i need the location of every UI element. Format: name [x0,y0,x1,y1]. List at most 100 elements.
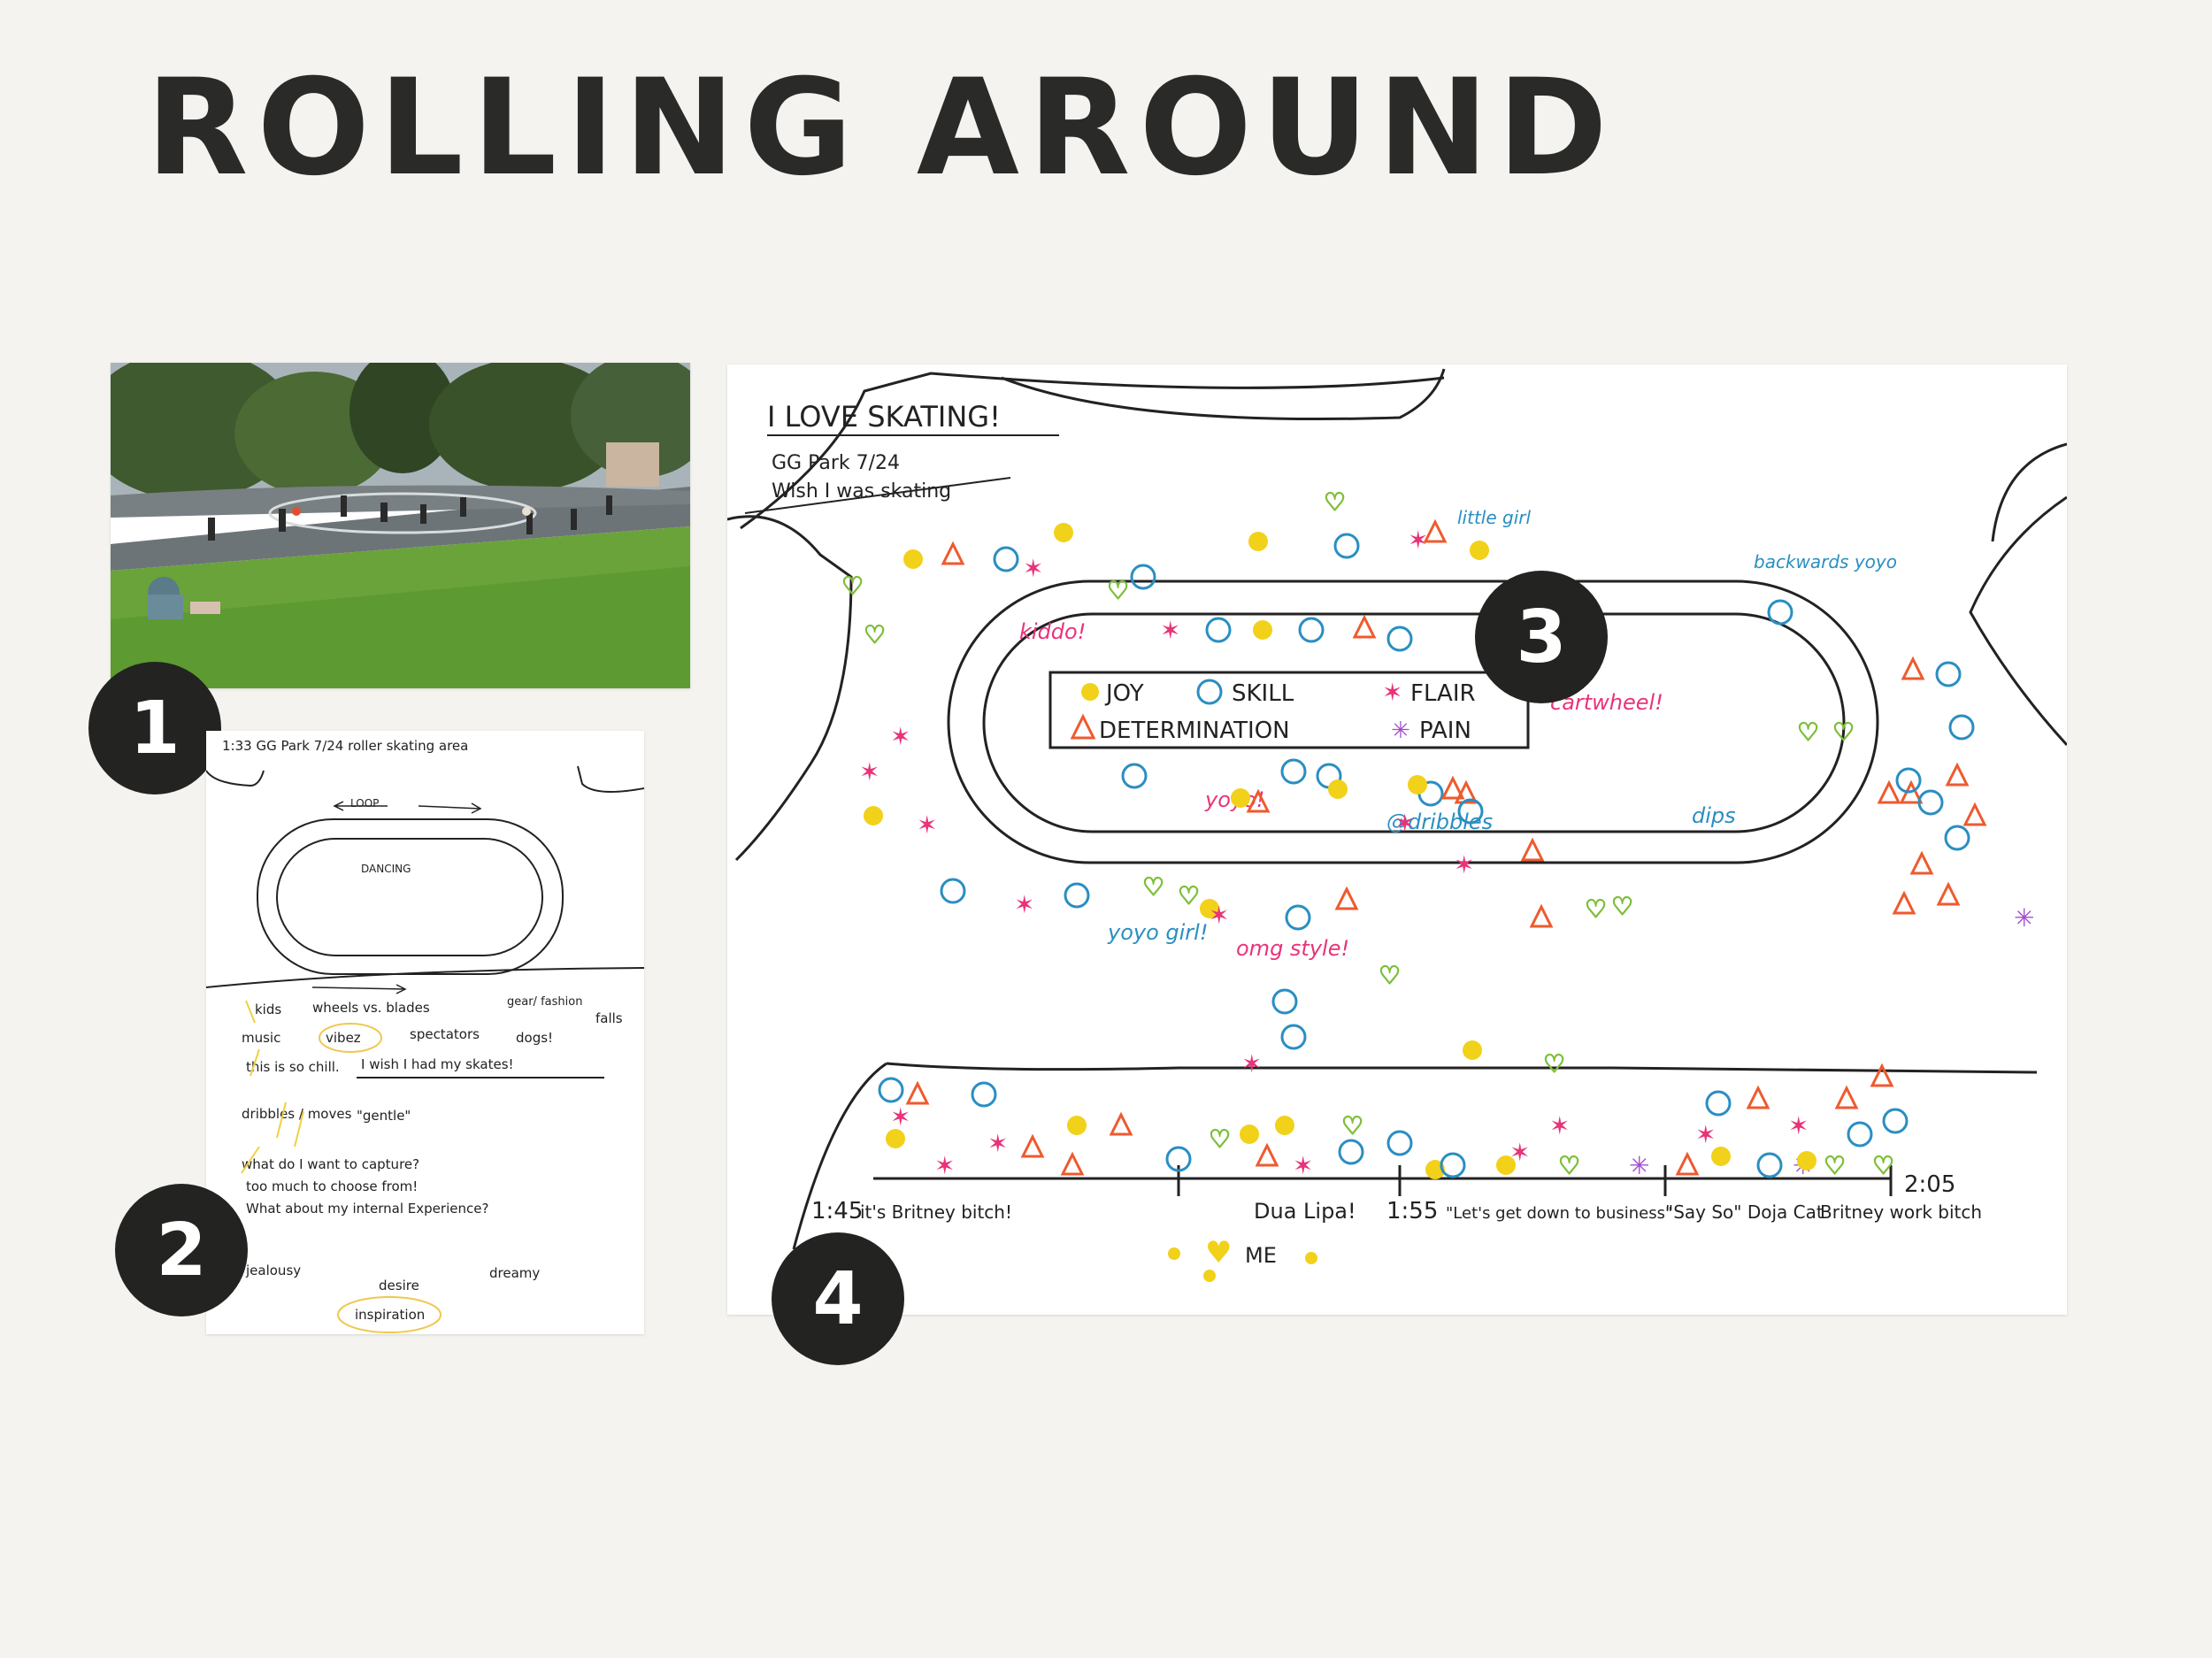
legend-flair-icon: ✶ [1382,678,1402,707]
determination-triangle-icon [905,1080,930,1105]
flair-star-icon: ✶ [1549,1111,1570,1140]
skill-spiral-icon [1280,1024,1307,1050]
determination-triangle-icon [1945,762,1970,787]
flair-star-icon: ✶ [1695,1120,1716,1149]
flair-star-icon: ✶ [1209,901,1229,930]
determination-triangle-icon [1675,1151,1700,1176]
determination-triangle-icon [1060,1151,1085,1176]
flair-star-icon: ✶ [1454,850,1474,879]
skill-spiral-icon [1298,617,1325,643]
skill-spiral-icon [878,1077,904,1103]
skill-spiral-icon [1386,1130,1413,1156]
skill-spiral-icon [1130,564,1156,590]
annot-kiddo: kiddo! [1019,619,1086,644]
determination-triangle-icon [1255,1142,1279,1167]
note-capture: what do I want to capture? [242,1156,419,1172]
joy-dot-icon [1470,541,1489,560]
note-kids: kids [255,1002,281,1017]
timeline-mid: 1:55 [1386,1198,1438,1224]
skill-spiral-icon [971,1081,997,1108]
pain-asterisk-icon: ✳ [1629,1151,1649,1180]
heart-icon: ♡ [1797,718,1819,747]
annot-backwards-yoyo: backwards yoyo [1754,551,1897,572]
annot-me: ME [1245,1243,1277,1268]
joy-dot-icon [1463,1040,1482,1060]
joy-dot-icon [864,806,883,825]
determination-triangle-icon [1109,1111,1133,1136]
determination-triangle-icon [1909,850,1934,875]
note-music: music [242,1030,280,1046]
joy-dot-icon [1253,620,1272,640]
flair-star-icon: ✶ [987,1129,1008,1158]
legend-pain: PAIN [1419,718,1471,744]
note-inspiration: inspiration [355,1307,425,1323]
heart-icon: ♡ [1341,1111,1363,1140]
heart-icon: ♡ [1543,1049,1565,1078]
skill-spiral-icon [1440,1152,1466,1178]
determination-triangle-icon [1440,775,1465,800]
skill-spiral-icon [1333,533,1360,559]
joy-dot-icon [1054,523,1073,542]
determination-triangle-icon [1334,886,1359,910]
determination-triangle-icon [1962,802,1987,826]
flair-star-icon: ✶ [859,757,879,787]
joy-dot-icon [1275,1116,1294,1135]
joy-dot-icon [1328,779,1348,799]
determination-triangle-icon [1746,1085,1770,1109]
flair-star-icon: ✶ [1241,1049,1262,1078]
map-sub2: Wish I was skating [772,480,951,503]
song-2: Dua Lipa! [1254,1199,1356,1224]
note-internal: What about my internal Experience? [246,1201,488,1217]
badge-2-label: 2 [156,1208,207,1293]
annot-dips: dips [1692,803,1736,828]
flair-star-icon: ✶ [1788,1111,1809,1140]
heart-icon: ♡ [1107,576,1129,605]
note-spectators: spectators [410,1026,480,1042]
skill-spiral-icon [1935,661,1962,687]
note-wish: I wish I had my skates! [361,1056,514,1072]
note-gear: gear/ fashion [507,995,582,1009]
note-desire: desire [379,1278,419,1293]
skill-spiral-icon [1386,626,1413,652]
skill-spiral-icon [1457,798,1484,825]
joy-dot-icon [903,549,923,569]
determination-triangle-icon [1520,837,1545,862]
heart-icon: ♡ [1872,1151,1894,1180]
me-joy-dot-icon [1168,1247,1180,1260]
legend-skill-icon [1196,679,1223,705]
flair-star-icon: ✶ [1509,1138,1530,1167]
skill-spiral-icon [1271,988,1298,1015]
badge-2: 2 [115,1184,248,1316]
timeline-start: 1:45 [811,1198,863,1224]
heart-icon: ♡ [1832,718,1855,747]
badge-4: 4 [772,1232,904,1365]
sketch-header: 1:33 GG Park 7/24 roller skating area [222,738,468,754]
skill-spiral-icon [1917,789,1944,816]
song-3: "Let's get down to business" [1446,1204,1672,1223]
page-title: ROLLING AROUND [146,51,1617,205]
skating-map: I LOVE SKATING! GG Park 7/24 Wish I was … [727,365,2067,1315]
field-sketch: 1:33 GG Park 7/24 roller skating area LO… [206,731,644,1334]
note-dribbles: dribbles / moves [242,1106,352,1122]
note-dogs: dogs! [516,1030,553,1046]
annot-little-girl: little girl [1457,507,1531,528]
determination-triangle-icon [1936,881,1961,906]
badge-4-label: 4 [812,1256,864,1341]
song-1: it's Britney bitch! [860,1201,1012,1223]
joy-dot-icon [1248,532,1268,551]
annot-yoyo-girl: yoyo girl! [1107,920,1208,945]
song-4: "Say So" Doja Cat [1665,1201,1824,1223]
joy-dot-icon [1067,1116,1087,1135]
badge-1-label: 1 [129,686,180,771]
flair-star-icon: ✶ [1293,1151,1313,1180]
sketch-dancing-label: DANCING [361,863,411,875]
legend-skill: SKILL [1232,680,1294,707]
joy-dot-icon [1711,1147,1731,1166]
skill-spiral-icon [1948,714,1975,741]
note-falls: falls [595,1010,623,1026]
skill-spiral-icon [1121,763,1148,789]
flair-star-icon: ✶ [1014,890,1034,919]
legend-joy: JOY [1104,680,1144,707]
flair-star-icon: ✶ [1408,526,1428,555]
note-jealousy: jealousy [245,1263,301,1278]
